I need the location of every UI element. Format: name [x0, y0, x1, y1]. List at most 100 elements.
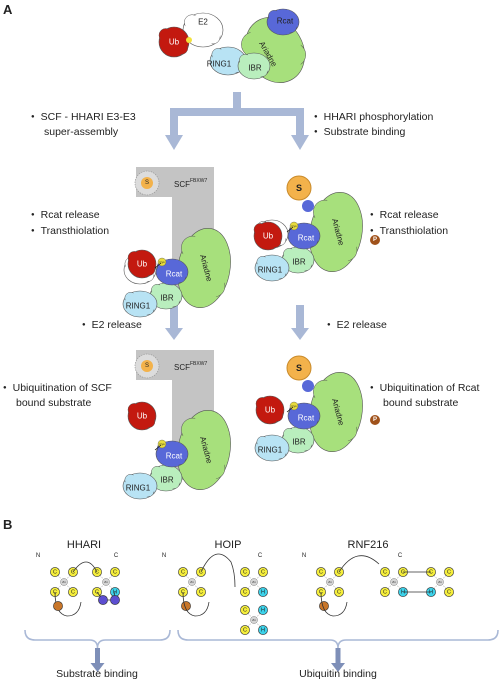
- zn-label: Zn: [252, 580, 256, 584]
- ring1-domain: [122, 472, 158, 500]
- ibr-domain: [149, 464, 183, 492]
- residue: [258, 625, 268, 635]
- zn-ion: [326, 578, 334, 586]
- residue-label: C: [319, 569, 323, 575]
- rcat-label: Rcat: [166, 452, 183, 461]
- chain: [72, 561, 98, 573]
- ub-label: Ub: [263, 232, 274, 241]
- residue: [240, 587, 250, 597]
- rcat-domain: [266, 8, 300, 36]
- residue: [178, 567, 188, 577]
- bracket-ubiquitin: [177, 629, 499, 672]
- ub-domain: [127, 249, 157, 279]
- ibr-label: IBR: [248, 64, 262, 73]
- transfer-arrow: [286, 406, 294, 413]
- residue-label: C: [71, 569, 75, 575]
- phospho-label: P: [373, 237, 377, 243]
- chain: [320, 591, 348, 617]
- ub-domain: [127, 401, 157, 431]
- scf-label: SCFFBXW7: [174, 361, 207, 372]
- substrate-label: S: [296, 363, 302, 373]
- ariadne-domain: [309, 372, 363, 452]
- residue-label: C: [199, 569, 203, 575]
- ring1-domain: [254, 254, 290, 282]
- step-ubiquitination-rcat: Ubiquitination of Rcat: [370, 381, 480, 396]
- chain: [182, 591, 210, 617]
- zn-label: Zn: [392, 580, 396, 584]
- ub-domain: [255, 395, 285, 425]
- c-terminus: C: [258, 553, 263, 559]
- residue: [181, 601, 191, 611]
- zn-label: Zn: [190, 580, 194, 584]
- transfer-arrow: [154, 444, 162, 451]
- residue-label: C: [447, 569, 451, 575]
- ibr-domain: [237, 52, 271, 80]
- residue-label: C: [53, 569, 57, 575]
- phospho-site: [370, 415, 380, 425]
- residue-label: C: [243, 607, 247, 613]
- residue-label: H: [261, 607, 265, 613]
- step-e2-release-left: E2 release: [82, 318, 142, 333]
- step-rcat-release-left: Rcat release: [31, 208, 100, 223]
- residue-label: H: [261, 589, 265, 595]
- chain: [403, 571, 431, 593]
- e2-domain: [182, 12, 224, 48]
- scf-substrate: S: [134, 170, 160, 196]
- residue-label: C: [199, 589, 203, 595]
- zn-ion: [60, 578, 68, 586]
- cys-label: Cys: [159, 260, 165, 264]
- residue-label: C: [181, 569, 185, 575]
- ub-domain: [253, 221, 283, 251]
- residue: [380, 587, 390, 597]
- ibr-domain: [281, 426, 315, 454]
- step-ubiquitination-rcat-line2: bound substrate: [383, 397, 459, 409]
- rcat-label: Rcat: [298, 414, 315, 423]
- n-terminus: N: [162, 553, 166, 559]
- zn-label: Zn: [62, 580, 66, 584]
- rcat-label: Rcat: [166, 270, 183, 279]
- ub-label: Ub: [265, 406, 276, 415]
- scf-substrate: S: [134, 353, 160, 379]
- residue: [98, 595, 108, 605]
- substrate-linker: [302, 200, 314, 212]
- ibr-domain: [281, 246, 315, 274]
- step-ubiquitination-scf: Ubiquitination of SCF: [3, 381, 112, 396]
- step-ubiquitination-scf-line2: bound substrate: [16, 397, 92, 409]
- zn-ion: [250, 616, 258, 624]
- residue-label: H: [429, 589, 433, 595]
- residue: [258, 567, 268, 577]
- cys-label: Cys: [291, 224, 297, 228]
- zn-label: Zn: [104, 580, 108, 584]
- residue-label: C: [447, 589, 451, 595]
- residue-label: C: [243, 627, 247, 633]
- zn-label: Zn: [252, 618, 256, 622]
- residue-label: C: [383, 569, 387, 575]
- group-label-ubiquitin: Ubiquitin binding: [299, 668, 377, 679]
- residue-label: C: [243, 589, 247, 595]
- cys-label: Cys: [291, 404, 297, 408]
- transfer-arrow: [154, 262, 162, 269]
- panel-b-label: B: [3, 517, 13, 532]
- ring1-label: RING1: [207, 60, 232, 69]
- rcat-label: Rcat: [277, 17, 294, 26]
- residue: [110, 567, 120, 577]
- transfer-arrow: [286, 226, 294, 233]
- n-terminus: N: [36, 553, 40, 559]
- residue: [334, 587, 344, 597]
- residue-label: C: [243, 569, 247, 575]
- step-phosphorylation: HHARI phosphorylation: [314, 110, 434, 125]
- substrate-linker: [302, 380, 314, 392]
- residue-label: C: [71, 589, 75, 595]
- ibr-domain: [149, 282, 183, 310]
- ibr-label: IBR: [292, 438, 306, 447]
- arrow-e2-release-left: [165, 305, 183, 340]
- step-assembly-line2: super-assembly: [44, 126, 119, 138]
- hhari-rcat-transthiolation: AriadneIBRRING1RcatCysE2UbSP: [253, 175, 380, 282]
- residue-label: C: [95, 569, 99, 575]
- residue: [240, 567, 250, 577]
- rcat-label: Rcat: [298, 234, 315, 243]
- substrate: [286, 355, 312, 381]
